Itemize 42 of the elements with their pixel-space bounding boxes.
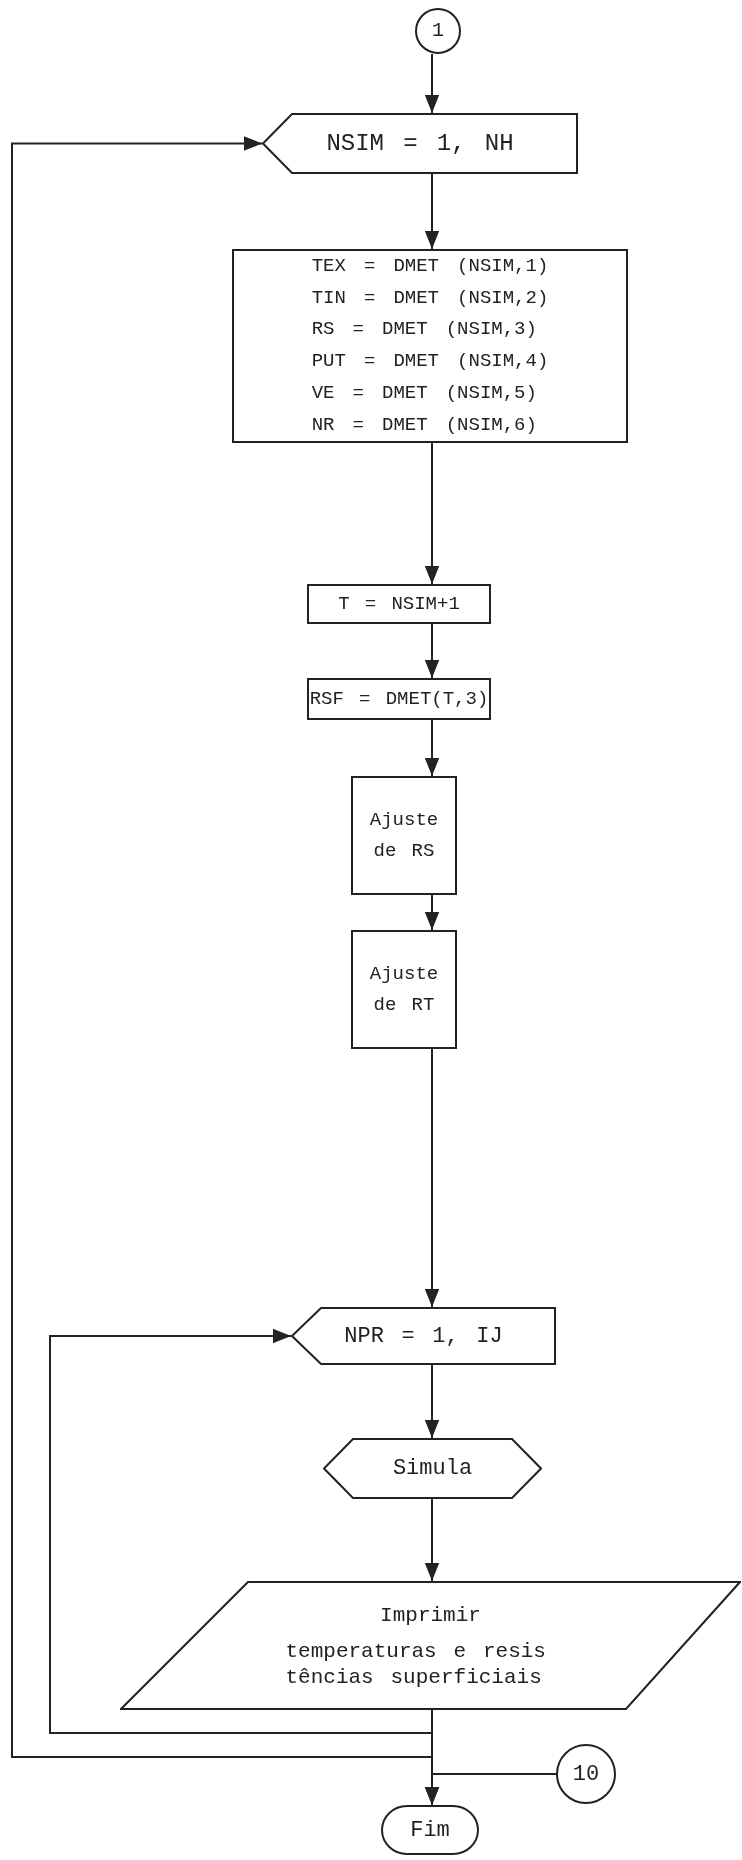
arrow bbox=[424, 1048, 440, 1308]
node-text: Ajuste de RT bbox=[368, 962, 440, 1018]
connector-circle bbox=[556, 1744, 616, 1804]
arrow bbox=[424, 623, 440, 679]
node-text: NSIM = 1, NH bbox=[326, 128, 514, 159]
node-text: PUT = DMET (NSIM,4) bbox=[311, 350, 549, 374]
node-text: RSF = DMET(T,3) bbox=[309, 686, 489, 712]
process-box bbox=[307, 678, 491, 720]
node-text: Simula bbox=[392, 1455, 473, 1483]
arrow bbox=[424, 173, 440, 250]
loop-shape bbox=[262, 113, 578, 174]
arrow bbox=[11, 136, 433, 1758]
node-text: TEX = DMET (NSIM,1) bbox=[311, 254, 549, 279]
node-text: NPR = 1, IJ bbox=[344, 1322, 503, 1351]
node-text: RS = DMET (NSIM,3) bbox=[311, 318, 537, 342]
node-text: Ajuste de RS bbox=[368, 808, 440, 864]
arrow bbox=[424, 1773, 557, 1806]
arrow bbox=[49, 1328, 433, 1734]
node-text: T = NSIM+1 bbox=[338, 591, 460, 617]
output-parallelogram bbox=[120, 1581, 741, 1710]
process-box bbox=[307, 584, 491, 624]
arrow bbox=[424, 442, 440, 585]
node-text: temperaturas e resis tências superficiais bbox=[285, 1639, 547, 1692]
arrow bbox=[424, 719, 440, 777]
preparation-hexagon bbox=[323, 1438, 542, 1499]
process-box bbox=[351, 776, 457, 895]
arrow bbox=[424, 894, 440, 931]
loop-shape bbox=[291, 1307, 556, 1365]
node-text: 1 bbox=[432, 18, 444, 44]
process-box bbox=[232, 249, 628, 443]
node-text: VE = DMET (NSIM,5) bbox=[311, 381, 537, 406]
node-text: 10 bbox=[572, 1760, 600, 1789]
process-box bbox=[351, 930, 457, 1049]
arrow bbox=[424, 1498, 440, 1582]
arrow bbox=[424, 1364, 440, 1439]
node-text: NR = DMET (NSIM,6) bbox=[311, 413, 537, 438]
arrow bbox=[424, 53, 440, 114]
connector-circle bbox=[415, 8, 461, 54]
terminal-shape bbox=[381, 1805, 479, 1855]
node-text: Fim bbox=[410, 1816, 450, 1845]
node-text: TIN = DMET (NSIM,2) bbox=[311, 286, 549, 311]
node-text: Imprimir bbox=[380, 1602, 481, 1629]
